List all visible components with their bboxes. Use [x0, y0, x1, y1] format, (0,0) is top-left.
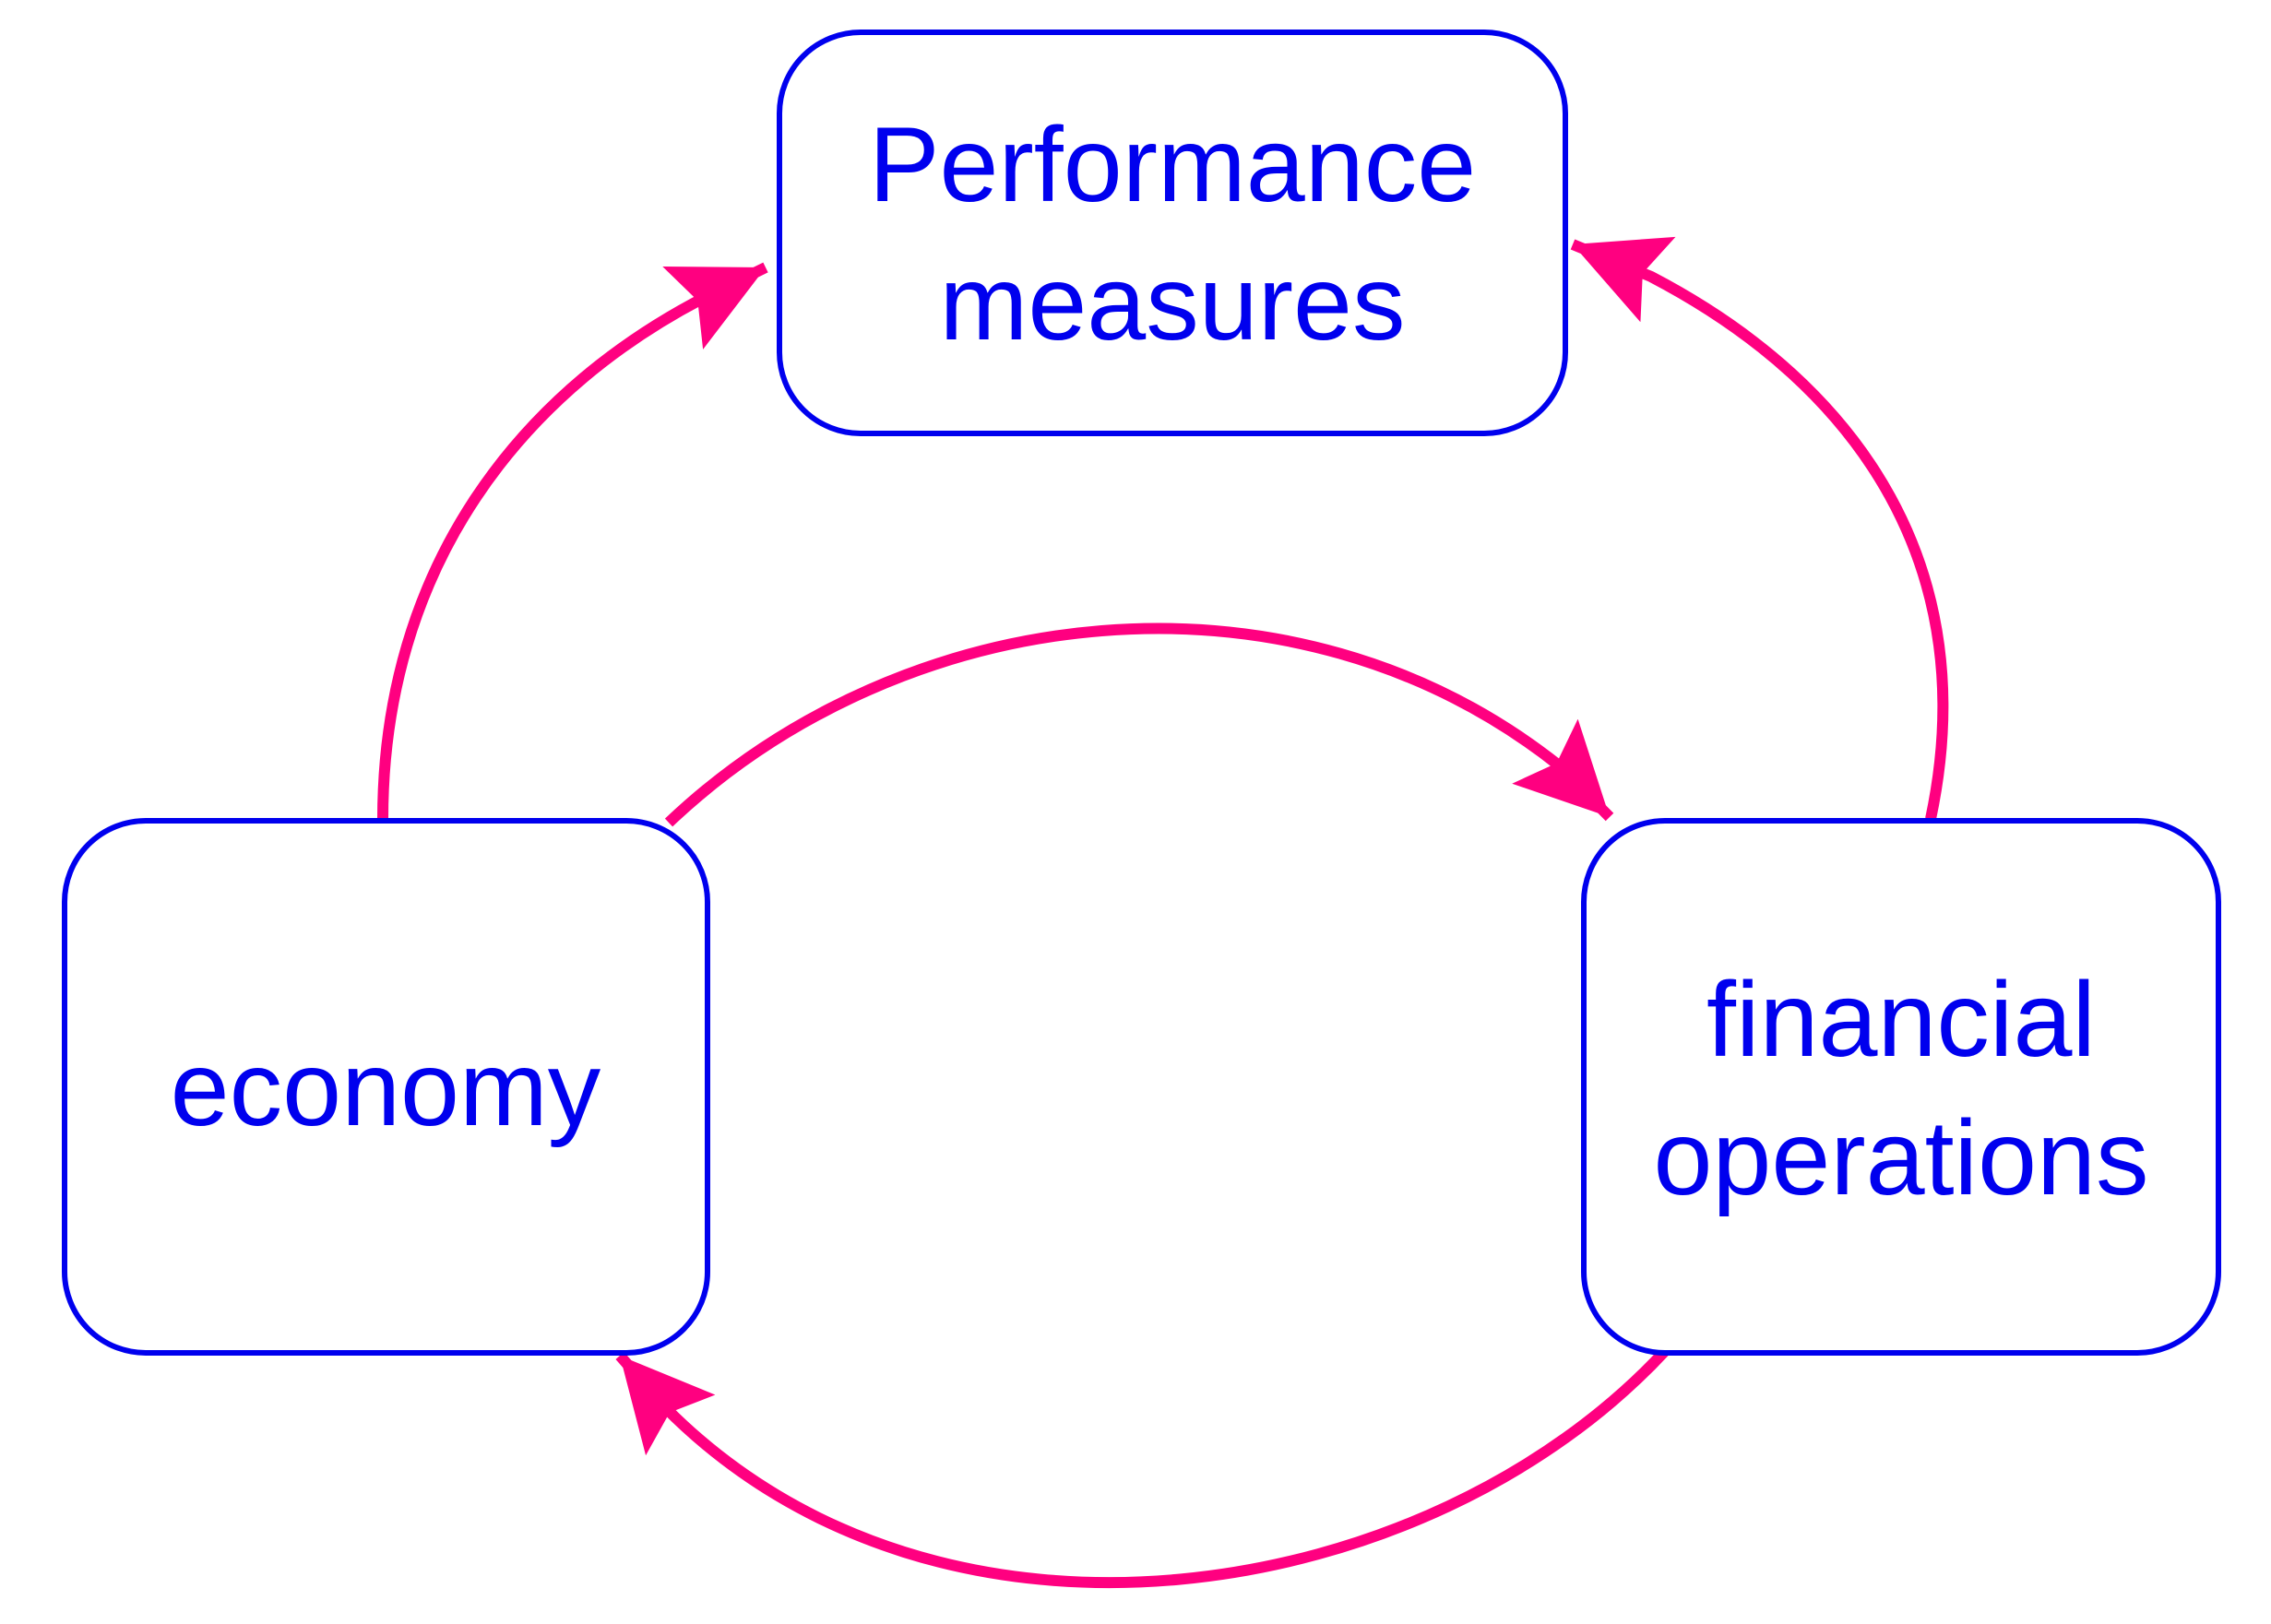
edge-economy-to-performance	[377, 262, 768, 820]
node-performance-measures-line-2: measures	[940, 244, 1406, 362]
node-economy-label: economy	[171, 1030, 601, 1148]
node-financial-operations-line-1: financial	[1706, 961, 2096, 1079]
edge-economy-to-financial	[664, 622, 1614, 827]
edge-financial-to-performance	[1570, 236, 1949, 821]
node-financial-operations: financial operations	[1581, 818, 2221, 1356]
node-economy: economy	[62, 818, 710, 1356]
node-performance-measures: Performance measures	[777, 30, 1568, 436]
edge-financial-to-economy	[615, 1346, 1670, 1589]
node-financial-operations-line-2: operations	[1653, 1099, 2148, 1217]
node-performance-measures-line-1: Performance	[869, 106, 1476, 224]
